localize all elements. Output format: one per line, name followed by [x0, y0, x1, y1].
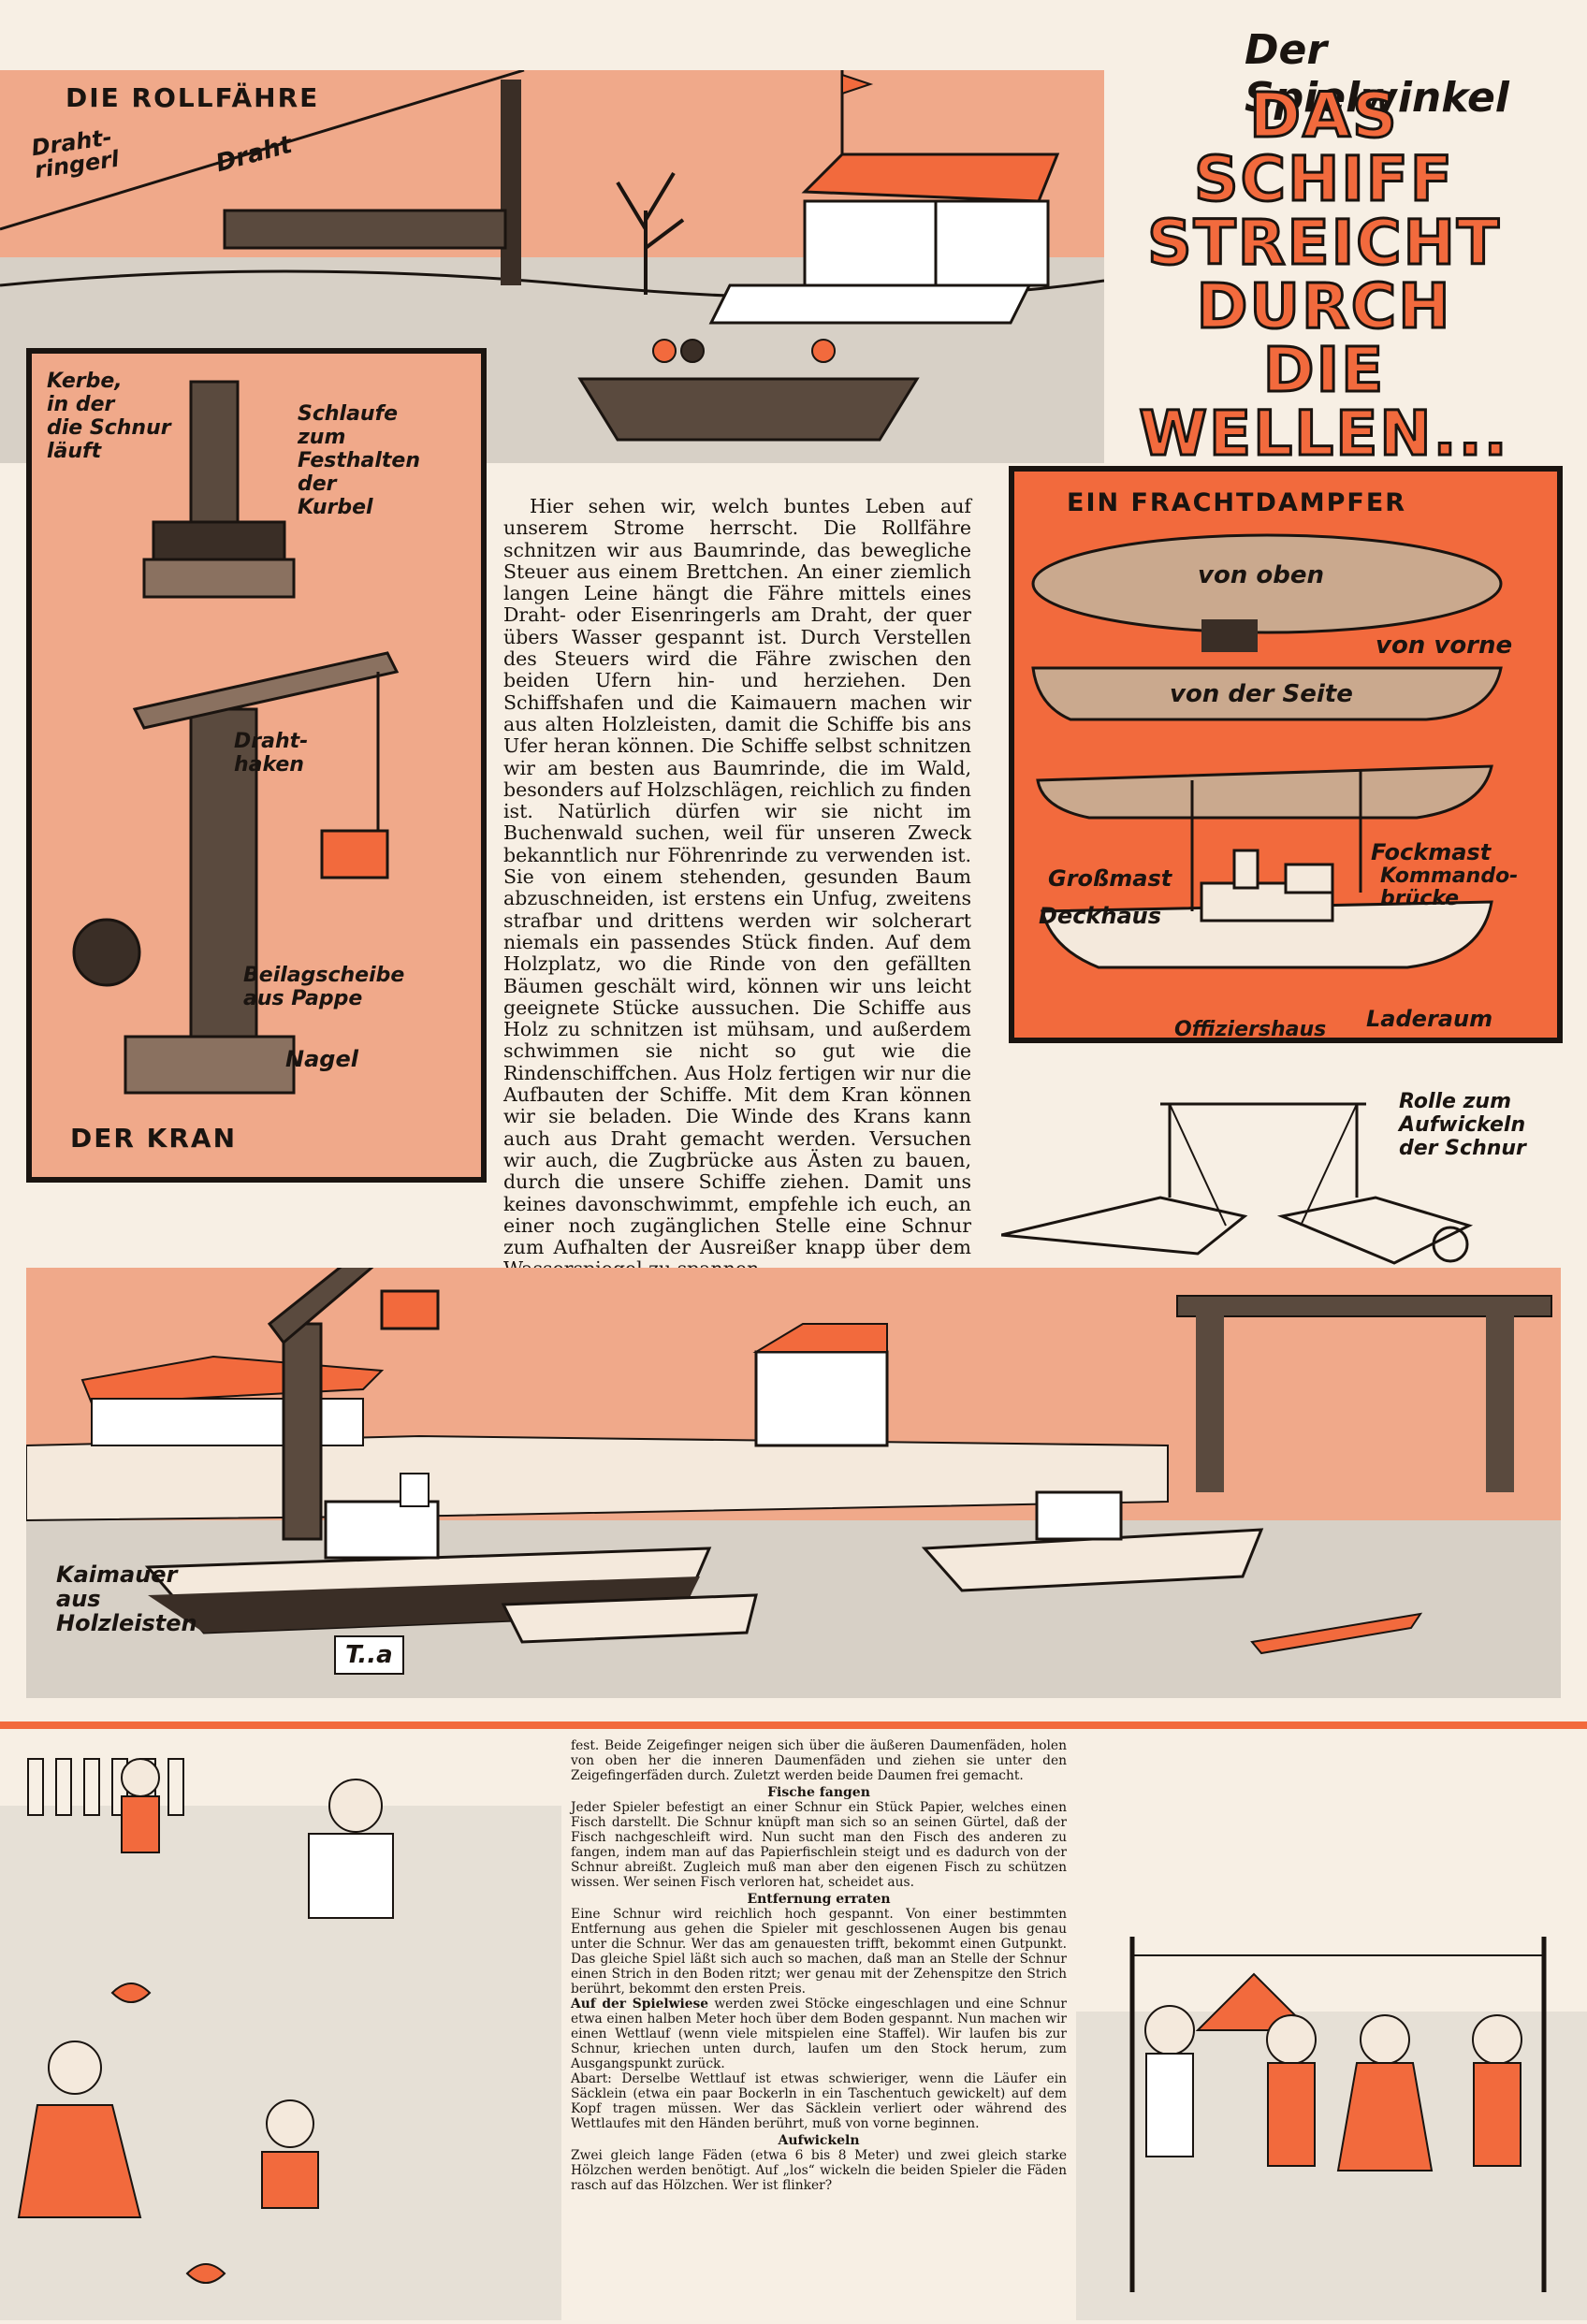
- frachtdampfer-drawing: [1031, 533, 1503, 969]
- harbor-label-quay: Kaimauer aus Holzleisten: [56, 1561, 197, 1636]
- harbor-drawing: [25, 1246, 1561, 1698]
- kran-label-loop: Schlaufe zum Festhalten der Kurbel: [298, 402, 421, 519]
- headline-line-6: WELLEN...: [1138, 398, 1509, 470]
- frachtdampfer-label-side: von der Seite: [1170, 680, 1353, 708]
- games-paragraph-2: Eine Schnur wird reichlich hoch gespannt…: [571, 1907, 1067, 1997]
- main-paragraph: Hier sehen wir, welch buntes Leben auf u…: [503, 495, 971, 1280]
- harbor-signature: T..a: [334, 1635, 404, 1675]
- games-paragraph-3: Auf der Spielwiese werden zwei Stöcke ei…: [571, 1997, 1067, 2071]
- frachtdampfer-title: EIN FRACHTDAMPFER: [1067, 488, 1407, 517]
- headline: DAS SCHIFF STREICHT DURCH DIE WELLEN...: [1099, 80, 1549, 470]
- rollfaehre-label-ring: Draht- ringerl: [29, 123, 121, 184]
- games-intro: fest. Beide Zeigefinger neigen sich über…: [571, 1738, 1067, 1783]
- rollfaehre-title: DIE ROLLFÄHRE: [66, 82, 320, 113]
- games-paragraph-3-lead: Auf der Spielwiese: [571, 1997, 709, 2012]
- harbor-illustration: [25, 1246, 1561, 1698]
- kran-label-nail: Nagel: [285, 1046, 358, 1072]
- headline-line-3: STREICHT: [1146, 207, 1501, 279]
- games-right-drawing: [1076, 1937, 1587, 2320]
- frachtdampfer-label-hold: Laderaum: [1366, 1006, 1493, 1032]
- frachtdampfer-label-deckhaus: Deckhaus: [1039, 903, 1162, 929]
- drawbridge-label: Rolle zum Aufwickeln der Schnur: [1399, 1090, 1526, 1160]
- frachtdampfer-panel: [1009, 466, 1563, 1043]
- kicker: Der Spielwinkel: [1245, 26, 1509, 122]
- games-paragraph-4: Abart: Derselbe Wettlauf ist etwas schwi…: [571, 2071, 1067, 2131]
- kran-title: DER KRAN: [70, 1123, 238, 1154]
- games-divider: [0, 1721, 1587, 1729]
- frachtdampfer-label-bridge: Kommando- brücke: [1380, 864, 1519, 910]
- kran-label-washer: Beilagscheibe aus Pappe: [243, 964, 405, 1010]
- headline-line-5: DIE: [1261, 334, 1386, 406]
- games-paragraph-5: Zwei gleich lange Fäden (etwa 6 bis 8 Me…: [571, 2148, 1067, 2193]
- headline-line-4: DURCH: [1195, 270, 1452, 342]
- games-illustration-right: [1076, 1731, 1587, 2320]
- drawbridge-drawing: [1000, 1102, 1474, 1265]
- rollfaehre-drawing: [0, 68, 1105, 463]
- drawbridge-sketch: [1000, 1085, 1525, 1282]
- frachtdampfer-label-officers: Offiziershaus: [1174, 1018, 1327, 1041]
- games-heading-2: Entfernung erraten: [747, 1892, 891, 1907]
- frachtdampfer-label-front: von vorne: [1376, 632, 1513, 660]
- games-heading-3: Aufwickeln: [778, 2133, 860, 2148]
- frachtdampfer-label-grossmast: Großmast: [1048, 865, 1172, 892]
- games-paragraph-3-body: werden zwei Stöcke eingeschlagen und ein…: [571, 1997, 1067, 2071]
- frachtdampfer-label-fockmast: Fockmast: [1371, 839, 1492, 865]
- games-paragraph-1: Jeder Spieler befestigt an einer Schnur …: [571, 1800, 1067, 1890]
- games-text: fest. Beide Zeigefinger neigen sich über…: [571, 1738, 1067, 2193]
- games-left-drawing: [0, 1758, 561, 2320]
- main-article-text: Hier sehen wir, welch buntes Leben auf u…: [503, 495, 971, 1281]
- kran-label-hook: Draht- haken: [234, 730, 309, 777]
- frachtdampfer-label-top: von oben: [1198, 561, 1324, 589]
- games-illustration-left: [0, 1731, 561, 2320]
- kran-drawing: [72, 380, 400, 1095]
- headline-line-2: SCHIFF: [1193, 143, 1454, 215]
- games-heading-1: Fische fangen: [767, 1785, 870, 1800]
- kran-label-notch: Kerbe, in der die Schnur läuft: [47, 370, 171, 463]
- headline-line-1: DAS: [1248, 80, 1399, 152]
- kran-panel: [26, 348, 487, 1183]
